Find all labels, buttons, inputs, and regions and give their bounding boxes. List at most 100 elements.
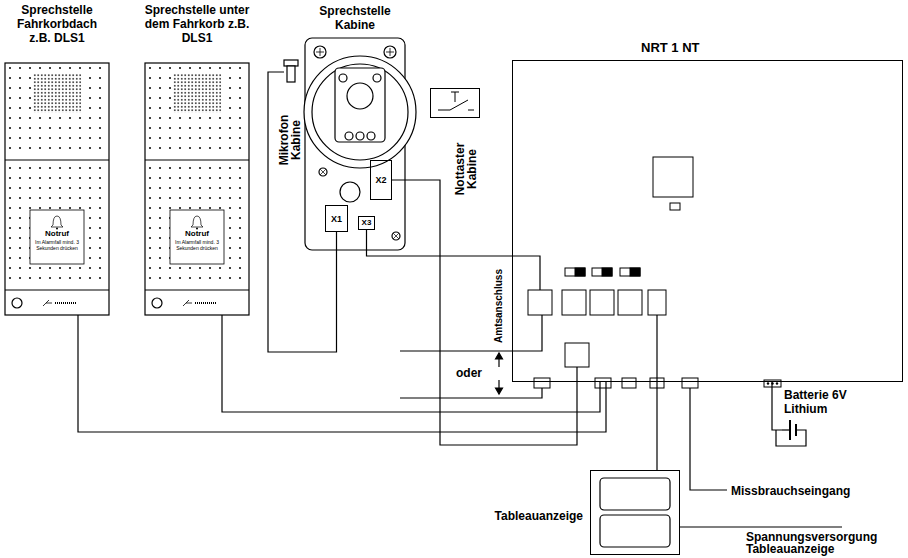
control-unit: NRT 1 NT [512,60,903,382]
panel-heading: Sprechstelle Fahrkorbdach z.B. DLS1 [7,3,107,45]
microphone: Mikrofon Kabine [284,60,298,84]
drawing-stroke [55,302,77,304]
drawing-stroke [9,67,105,157]
drawing-stroke [152,298,162,308]
drawing-stroke [145,289,249,290]
display-screen [600,478,670,547]
drawing-stroke [767,382,769,384]
drawing-stroke [630,268,640,276]
drawing-stroke [191,216,203,227]
drawing-stroke [5,289,109,290]
drawing-stroke [347,83,373,109]
choice-arrow [496,353,503,394]
wire-connector [268,72,337,352]
drawing-stroke [528,290,552,315]
drawing-stroke [31,71,83,115]
drawing-stroke [620,268,640,276]
drawing-stroke [648,290,666,315]
display-panel: Tableauanzeige [590,470,680,555]
wire-connector [222,315,600,412]
terminal-label: X1 [331,214,342,224]
drawing-stroke [5,63,109,315]
drawing-stroke [565,343,589,367]
drawing-stroke [319,168,327,176]
drawing-stroke [335,68,385,142]
drawing-stroke [438,92,474,110]
sticker-title: Notruf [30,229,84,238]
drawing-stroke [600,515,670,547]
drawing-stroke [682,378,698,388]
intercom-panel [5,63,109,315]
wire-connector [392,180,577,445]
switch-symbol [438,92,474,110]
drawing-stroke [5,38,842,547]
line-label: Amtsanschluss [493,269,505,343]
drawing-stroke [356,132,364,140]
drawing-stroke [776,382,778,384]
drawing-stroke [622,378,636,388]
drawing-stroke [173,73,221,113]
drawing-stroke [145,159,249,160]
drawing-stroke [304,56,416,168]
drawing-stroke [384,46,396,58]
drawing-stroke [12,298,22,308]
microphone-symbol [284,60,298,82]
drawing-stroke [534,378,550,388]
drawing-stroke [680,526,842,527]
terminal-box: X1 [325,205,348,232]
drawing-stroke [656,315,657,382]
drawing-stroke [340,182,360,202]
drawing-stroke [393,233,399,239]
drawing-stroke [512,256,540,290]
drawing-stroke [43,300,52,306]
drawing-stroke [5,159,109,160]
intercom-panel: Sprechstelle unter dem Fahrkorb z.B. DLS… [145,63,249,315]
battery: Batterie 6V Lithium [782,388,882,444]
battery-label: Batterie 6V Lithium [784,388,880,416]
drawing-stroke [149,67,245,157]
drawing-stroke [345,132,353,140]
drawing-stroke [373,74,381,82]
drawing-stroke [595,378,611,388]
drawing-stroke [690,388,727,490]
drawing-stroke [400,388,542,398]
drawing-stroke [670,203,680,210]
drawing-stroke [145,63,249,315]
drawing-stroke [592,268,612,276]
drawing-stroke [33,73,81,113]
battery-symbol [776,420,806,446]
supply-label: Spannungsversorgung Tableauanzeige [746,531,904,555]
input-label: Missbrauchseingang [731,484,850,498]
display-label: Tableauanzeige [495,509,583,523]
drawing-stroke [400,315,542,351]
microphone-label: Mikrofon Kabine [278,105,302,175]
sticker-note: Im Alarmfall mind. 3 Sekunden drücken [32,240,82,251]
drawing-stroke [600,478,670,510]
drawing-stroke [195,302,217,304]
drawing-stroke [562,290,586,315]
drawing-stroke [51,216,63,227]
wire-connector [656,382,657,470]
intercom-panel: Sprechstelle Fahrkorbdach z.B. DLS1Notru… [5,63,109,315]
terminal-label: X3 [362,218,372,228]
drawing-stroke [776,430,806,446]
drawing-stroke [9,163,105,287]
drawing-stroke [590,290,614,315]
drawing-stroke [653,157,693,197]
unit-title: NRT 1 NT [641,41,700,55]
drawing-stroke [149,163,245,287]
drawing-stroke [575,268,585,276]
drawing-stroke [320,169,326,175]
drawing-stroke [386,48,394,56]
drawing-stroke [496,353,503,359]
drawing-stroke [565,268,585,276]
drawing-stroke [312,64,408,160]
sticker-title: Notruf [170,229,224,238]
drawing-stroke [287,66,295,82]
drawing-stroke [339,74,347,82]
button-label: Nottaster Kabine [454,134,478,204]
drawing-stroke [284,60,298,66]
unit-heading: Sprechstelle Kabine [305,4,405,32]
